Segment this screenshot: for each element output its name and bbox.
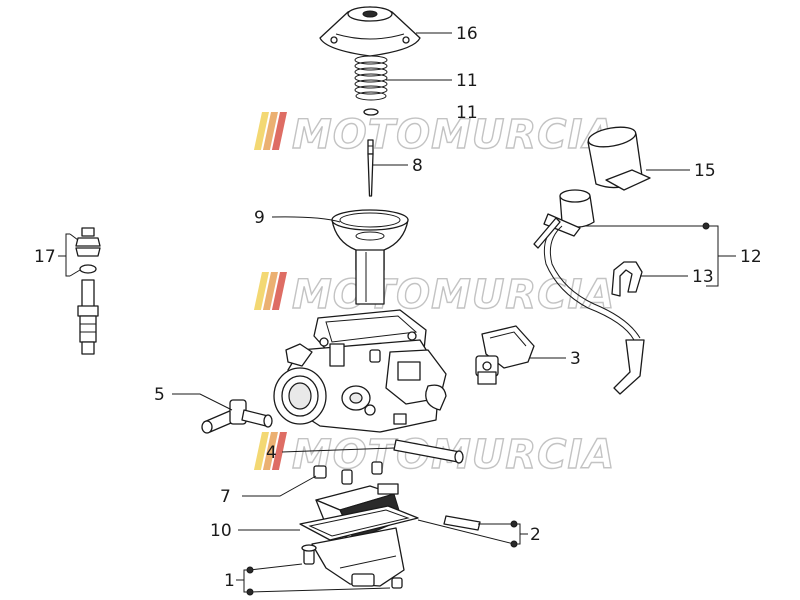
part-9-diaphragm-piston <box>331 209 409 305</box>
callout-10: 10 <box>210 521 232 541</box>
callout-labels: 16 11 11 8 9 17 15 12 13 3 5 4 7 10 2 1 <box>34 24 762 591</box>
part-11-retainer <box>363 108 379 116</box>
callout-16: 16 <box>456 24 478 44</box>
callout-17: 17 <box>34 247 56 267</box>
part-8-needle <box>367 139 374 197</box>
callout-13: 13 <box>692 267 714 287</box>
callout-4: 4 <box>266 443 277 463</box>
callout-8: 8 <box>412 156 423 176</box>
carburettor-body <box>273 309 447 433</box>
part-16-cover <box>319 6 421 57</box>
watermark-text: MOTOMURCIA <box>292 112 615 158</box>
callout-5: 5 <box>154 385 165 405</box>
part-7-jets <box>313 461 383 485</box>
callout-9: 9 <box>254 208 265 228</box>
callout-7: 7 <box>220 487 231 507</box>
part-15-cap <box>587 126 651 191</box>
callout-1: 1 <box>224 571 235 591</box>
part-13-clip <box>611 261 643 297</box>
callout-15: 15 <box>694 161 716 181</box>
part-17-jets <box>75 227 101 355</box>
callout-11: 11 <box>456 71 478 91</box>
part-11-spring <box>354 55 388 101</box>
leader-lines <box>58 32 736 596</box>
callout-2: 2 <box>530 525 541 545</box>
watermark-top: MOTOMURCIA <box>253 111 615 159</box>
callout-12: 12 <box>740 247 762 267</box>
watermark-text: MOTOMURCIA <box>292 272 615 318</box>
part-12-choke-cable <box>533 189 645 395</box>
callout-3: 3 <box>570 349 581 369</box>
part-3-auto-choke <box>475 325 535 385</box>
part-10-float-bowl <box>299 483 481 589</box>
part-5-elbow-fitting <box>201 399 273 434</box>
callout-11-retainer: 11 <box>456 103 478 123</box>
part-4-tube <box>393 439 464 464</box>
